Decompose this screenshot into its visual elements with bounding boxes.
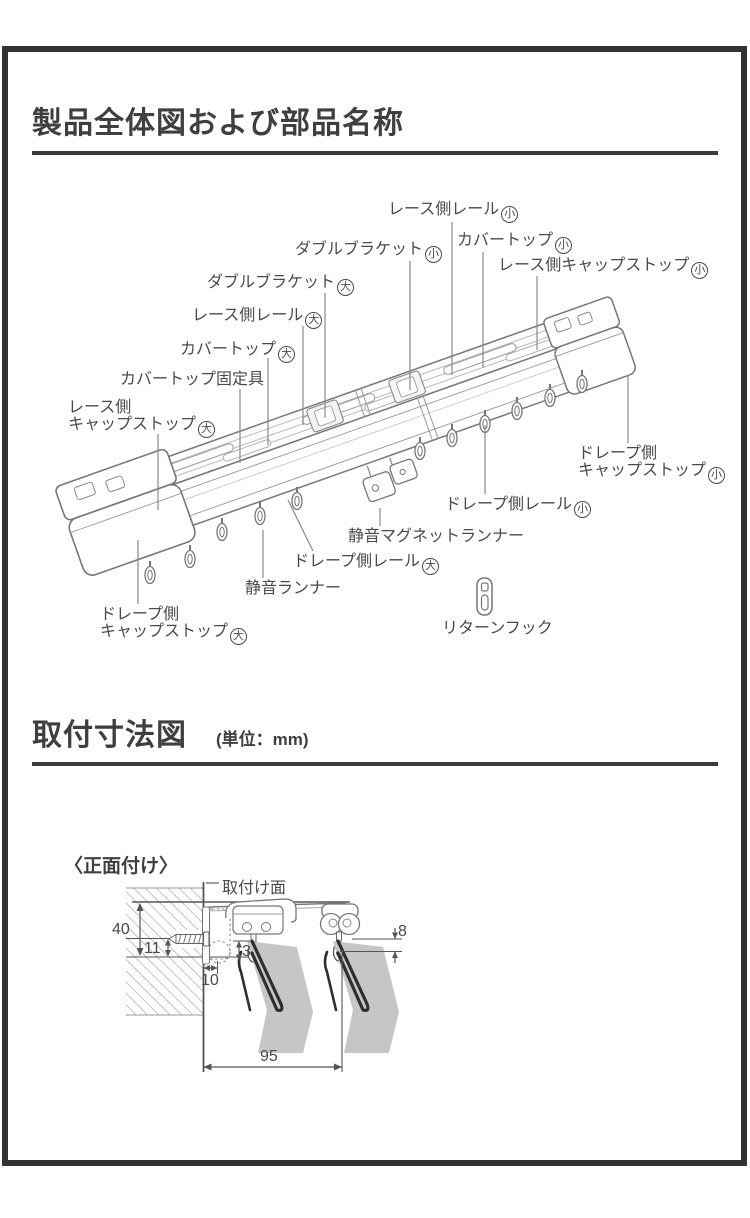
dim-40: 40 — [112, 921, 130, 938]
product-overview-diagram: レース側レール小 カバートップ小 レース側キャップストップ小 ダブルブラケット小… — [0, 160, 750, 680]
size-circle: 小 — [555, 237, 573, 254]
return-hook-icon — [476, 577, 493, 616]
mounting-surface-label: 取付け面 — [222, 880, 287, 897]
section1-underline — [32, 151, 718, 155]
size-circle: 小 — [691, 262, 709, 279]
size-circle: 小 — [425, 246, 443, 263]
label-drape-capstop-small: ドレープ側キャップストップ小 — [578, 445, 726, 484]
section2-title: 取付寸法図 — [32, 719, 187, 752]
section2-underline — [32, 762, 718, 766]
label-lace-rail-large: レース側レール大 — [192, 307, 323, 329]
label-lace-capstop-large: レース側キャップストップ大 — [68, 399, 216, 438]
label-double-bracket-large: ダブルブラケット大 — [207, 274, 355, 296]
label-return-hook: リターンフック — [442, 620, 553, 637]
left-end-cap — [55, 448, 196, 576]
size-circle: 大 — [422, 558, 440, 575]
lace-rail-section — [208, 898, 347, 963]
mounting-line-art — [126, 882, 402, 1072]
label-drape-rail-small: ドレープ側レール小 — [445, 496, 592, 518]
size-circle: 大 — [198, 421, 216, 438]
label-drape-rail-large: ドレープ側レール大 — [293, 553, 440, 575]
dim-8: 8 — [398, 923, 407, 940]
leader-lines — [137, 222, 629, 604]
label-lace-rail-small: レース側レール小 — [388, 201, 519, 223]
dim-3: 3 — [242, 943, 251, 960]
curtain-hooks — [237, 939, 370, 1012]
size-circle: 大 — [278, 346, 296, 363]
right-end-cap — [543, 296, 636, 395]
double-bracket-small-shape — [388, 370, 426, 404]
dim-10: 10 — [201, 972, 219, 989]
magnet-runner-shape — [362, 458, 418, 503]
size-circle: 大 — [337, 279, 355, 296]
label-cover-top-small: カバートップ小 — [457, 232, 573, 254]
size-circle: 小 — [501, 206, 519, 223]
unit-note: (単位：mm) — [216, 730, 309, 749]
label-lace-capstop-small: レース側キャップストップ小 — [498, 257, 709, 279]
rail-line-art — [55, 222, 636, 616]
size-circle: 小 — [708, 467, 726, 484]
dim-11: 11 — [144, 940, 161, 957]
label-silent-runner: 静音ランナー — [245, 580, 342, 597]
label-cover-top-large: カバートップ大 — [180, 341, 296, 363]
label-double-bracket-small: ダブルブラケット小 — [295, 241, 443, 263]
section1-title: 製品全体図および部品名称 — [32, 107, 404, 140]
size-circle: 小 — [574, 501, 592, 518]
mounting-dimension-diagram: 〈正面付け〉 取付け面 40 11 3 10 8 95 — [0, 800, 750, 1120]
label-magnet-runner: 静音マグネットランナー — [348, 528, 525, 545]
front-mount-heading: 〈正面付け〉 — [64, 856, 179, 877]
label-drape-capstop-large: ドレープ側キャップストップ大 — [100, 606, 248, 645]
size-circle: 大 — [230, 628, 248, 645]
runner-hooks — [144, 370, 588, 585]
dimension-lines — [136, 882, 402, 1072]
size-circle: 大 — [305, 312, 323, 329]
dim-95: 95 — [260, 1048, 278, 1065]
label-cover-top-fixer: カバートップ固定具 — [120, 371, 265, 388]
mounting-screw — [168, 931, 210, 947]
